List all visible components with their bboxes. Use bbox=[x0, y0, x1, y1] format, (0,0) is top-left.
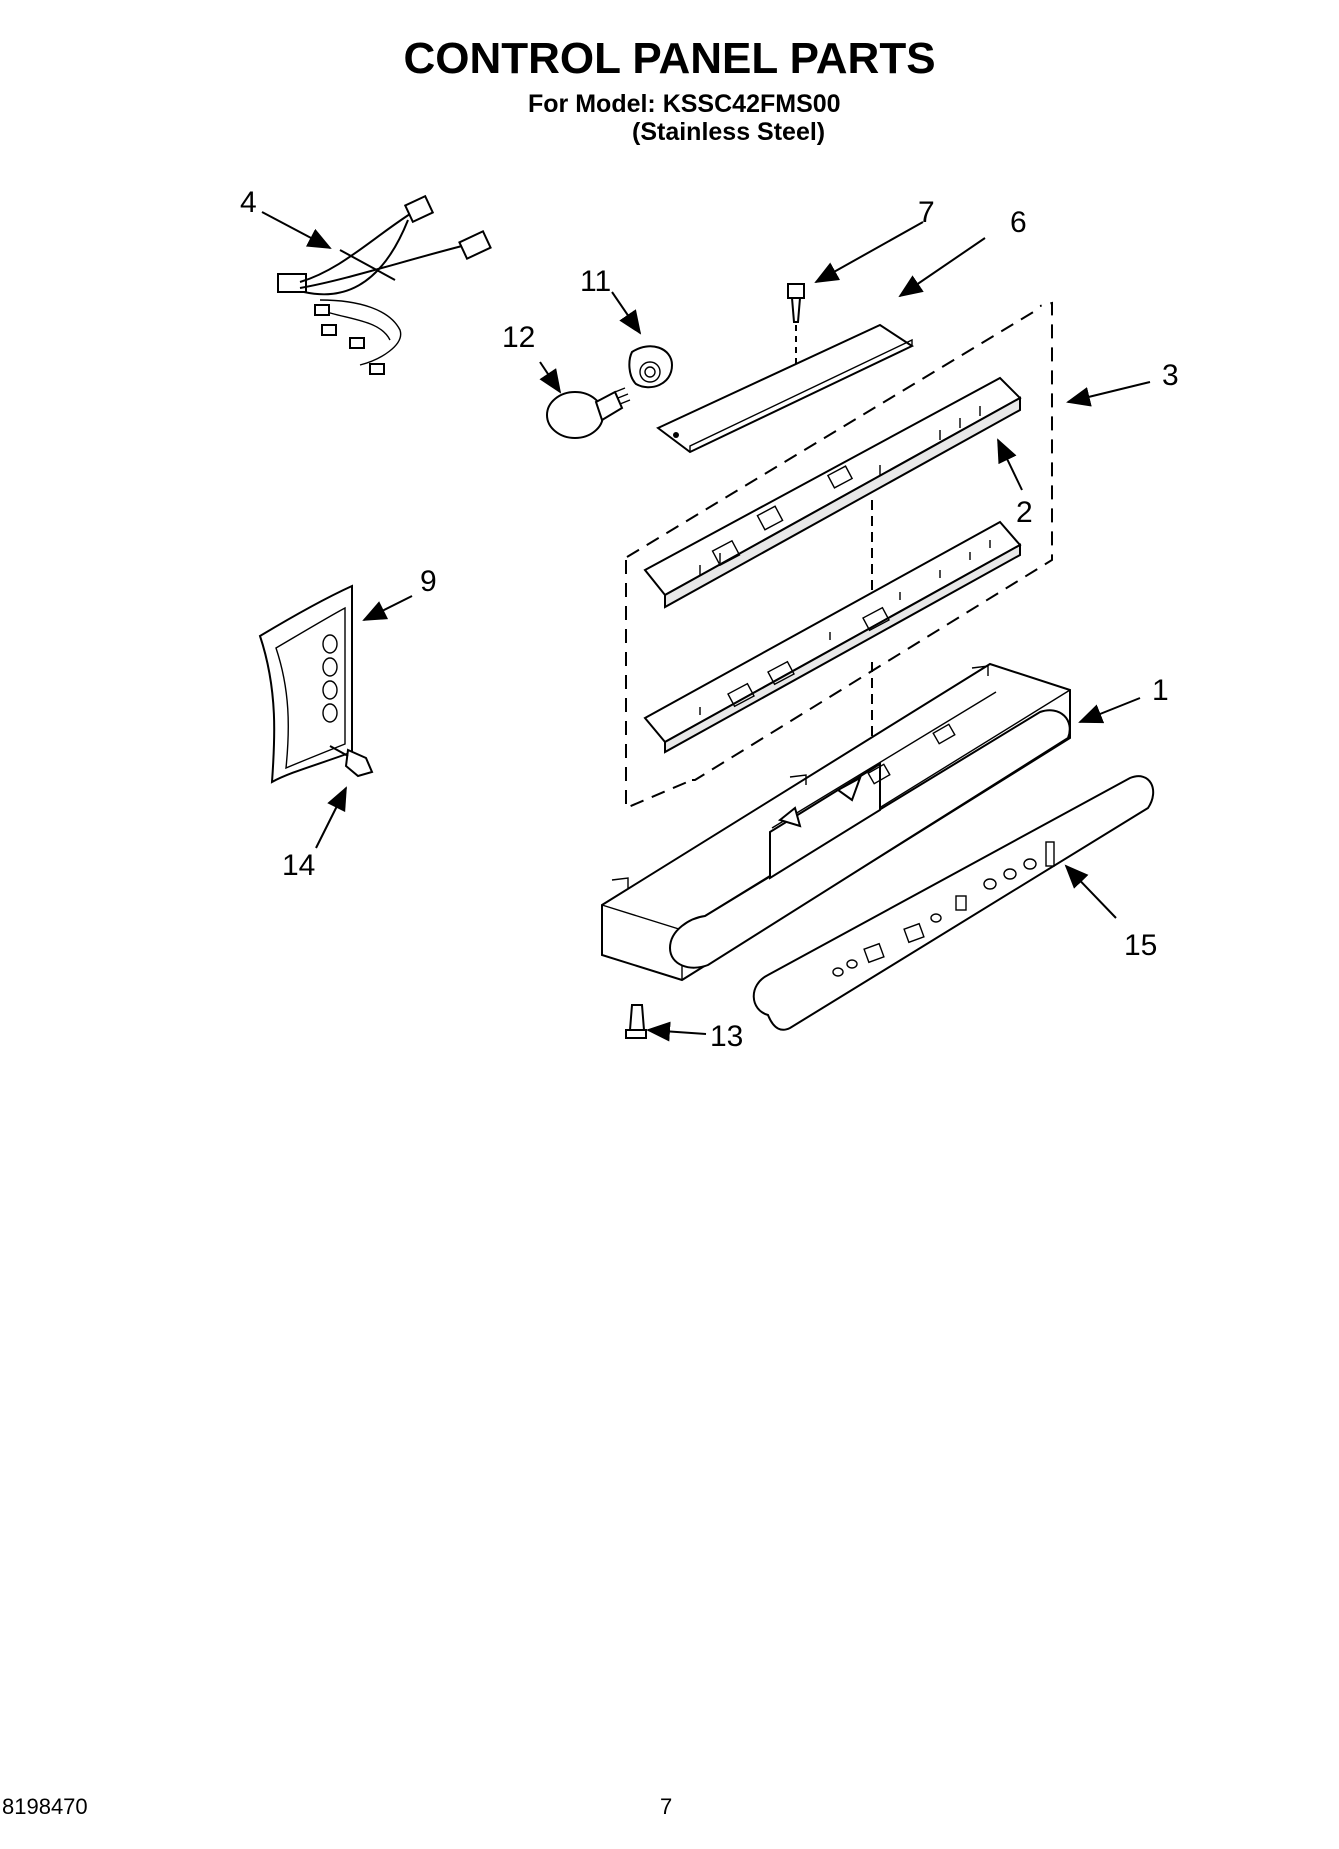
callout-7: 7 bbox=[918, 196, 935, 229]
callout-3: 3 bbox=[1162, 359, 1179, 392]
callout-12: 12 bbox=[502, 321, 535, 354]
callout-4: 4 bbox=[240, 186, 257, 219]
finish-line: (Stainless Steel) bbox=[632, 118, 826, 146]
cover-plate-part bbox=[656, 323, 915, 454]
model-line: For Model: KSSC42FMS00 bbox=[528, 90, 841, 118]
bulb-socket-part bbox=[628, 345, 674, 389]
light-bulb-part bbox=[546, 387, 631, 439]
screw-part-14 bbox=[329, 745, 374, 778]
callout-1: 1 bbox=[1152, 674, 1169, 707]
lower-control-board-part bbox=[643, 520, 1022, 754]
control-board-part bbox=[643, 376, 1022, 609]
trim-strip-part bbox=[752, 775, 1155, 1031]
document-number: 8198470 bbox=[2, 1794, 88, 1819]
screw-part-13 bbox=[625, 1004, 647, 1039]
assembly-outline-part-3 bbox=[625, 301, 1053, 810]
callout-2: 2 bbox=[1016, 496, 1033, 529]
callout-6: 6 bbox=[1010, 206, 1027, 239]
screw-part-7 bbox=[787, 283, 805, 365]
callout-15: 15 bbox=[1124, 929, 1157, 962]
page-number: 7 bbox=[660, 1794, 673, 1819]
side-control-panel-part bbox=[258, 584, 353, 784]
callout-11: 11 bbox=[580, 265, 611, 298]
callout-14: 14 bbox=[282, 849, 315, 882]
control-housing-part bbox=[601, 662, 1071, 982]
callout-9: 9 bbox=[420, 565, 437, 598]
page-title: CONTROL PANEL PARTS bbox=[403, 34, 936, 83]
callout-13: 13 bbox=[710, 1020, 743, 1053]
wire-harness-part bbox=[277, 194, 492, 375]
